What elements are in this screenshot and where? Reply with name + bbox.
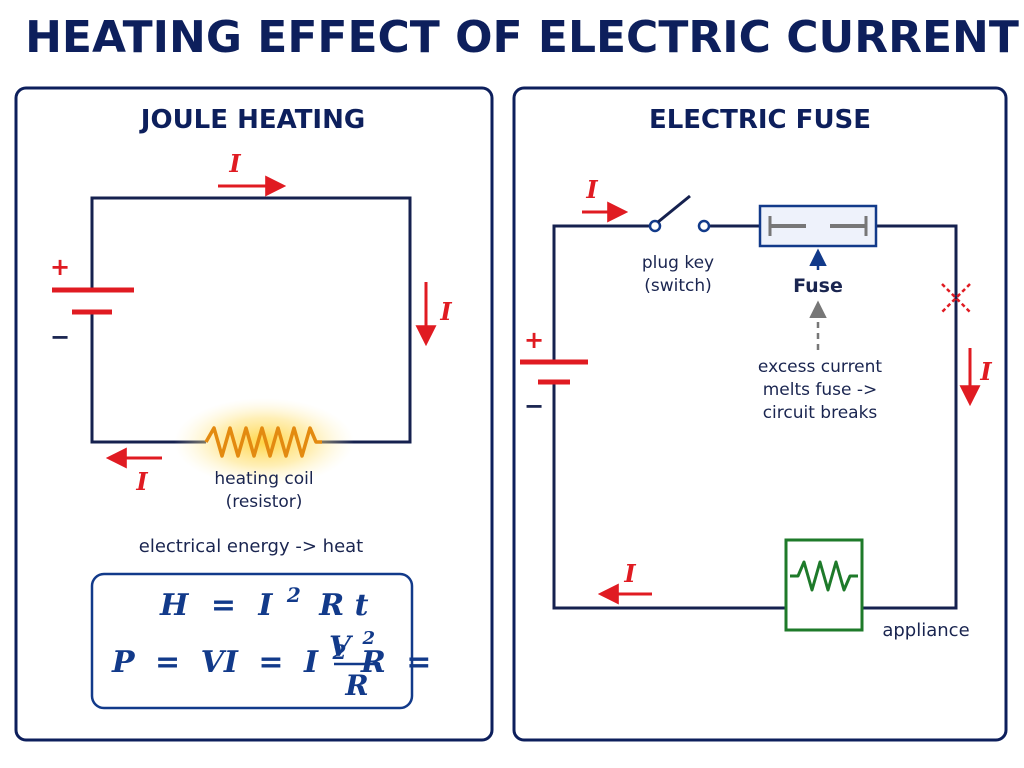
joule-battery: + − [50,253,134,351]
fuse-panel [512,86,1008,742]
fuse-battery: + − [520,326,588,420]
fuse-note-line3: circuit breaks [763,403,878,423]
plug-key-switch [648,194,711,233]
fuse-label: Fuse [793,275,843,297]
coil-label-line2: (resistor) [226,492,303,512]
svg-text:V 2: V 2 [329,628,375,663]
joule-current-label-bottom: I [135,467,148,496]
fuse-element [758,204,878,248]
joule-circuit [90,196,412,444]
joule-minus-sign: − [50,323,70,351]
joule-current-arrow-top: I [218,149,287,197]
fuse-plus-sign: + [524,326,544,354]
joule-heading: JOULE HEATING [139,105,365,135]
joule-current-label-top: I [228,149,241,178]
fuse-note-line2: melts fuse -> [763,380,878,400]
equation-heat: H = I 2 R t [159,575,369,623]
fuse-minus-sign: − [524,392,544,420]
eq1-lhs: H [159,588,190,623]
joule-current-arrow-bottom: I [105,447,162,496]
equation-power: P = VI = I 2 R = V 2 R [111,628,431,702]
equation-box [90,572,414,710]
eq2-exp: 2 [331,640,346,664]
eq2-num: V [329,630,354,663]
fuse-heading: ELECTRIC FUSE [649,105,871,135]
main-title: HEATING EFFECT OF ELECTRIC CURRENT [25,12,1019,63]
joule-plus-sign: + [50,253,70,281]
eq2-equals-1: = [155,645,180,680]
eq1-equals: = [211,588,236,623]
fuse-current-label-top: I [585,175,598,204]
energy-conversion-text: electrical energy -> heat [139,536,363,557]
joule-panel [14,86,494,742]
eq2-equals-3: = [406,645,431,680]
fuse-current-arrow-top: I [582,175,629,223]
appliance [784,538,864,632]
fuse-current-label-bottom: I [623,559,636,588]
eq2-base: I [303,645,319,680]
eq1-rest: R t [318,588,368,623]
fuse-current-arrow-right: I [959,348,992,407]
fuse-circuit [552,224,958,610]
eq2-r: R [360,645,386,680]
heating-coil [174,398,354,486]
eq2-den: R [344,669,368,702]
joule-current-arrow-right: I [415,282,452,347]
switch-label-line1: plug key [642,253,714,273]
svg-text:H = I 2: H = I 2 R t [159,575,369,623]
eq1-base: I [257,588,273,623]
fuse-note-line1: excess current [758,357,883,377]
eq1-exp: 2 [286,583,301,607]
eq2-vi: VI [201,645,239,680]
svg-text:P = VI =: P = VI = I 2 R = [111,632,431,680]
eq2-equals-2: = [258,645,283,680]
eq2-num-exp: 2 [361,628,375,649]
joule-current-label-right: I [439,297,452,326]
fuse-current-arrow-bottom: I [597,559,652,605]
coil-label-line1: heating coil [214,469,313,489]
eq2-p: P [111,645,136,680]
fuse-current-label-right: I [979,357,992,386]
appliance-label: appliance [882,620,969,641]
switch-label-line2: (switch) [644,276,712,296]
